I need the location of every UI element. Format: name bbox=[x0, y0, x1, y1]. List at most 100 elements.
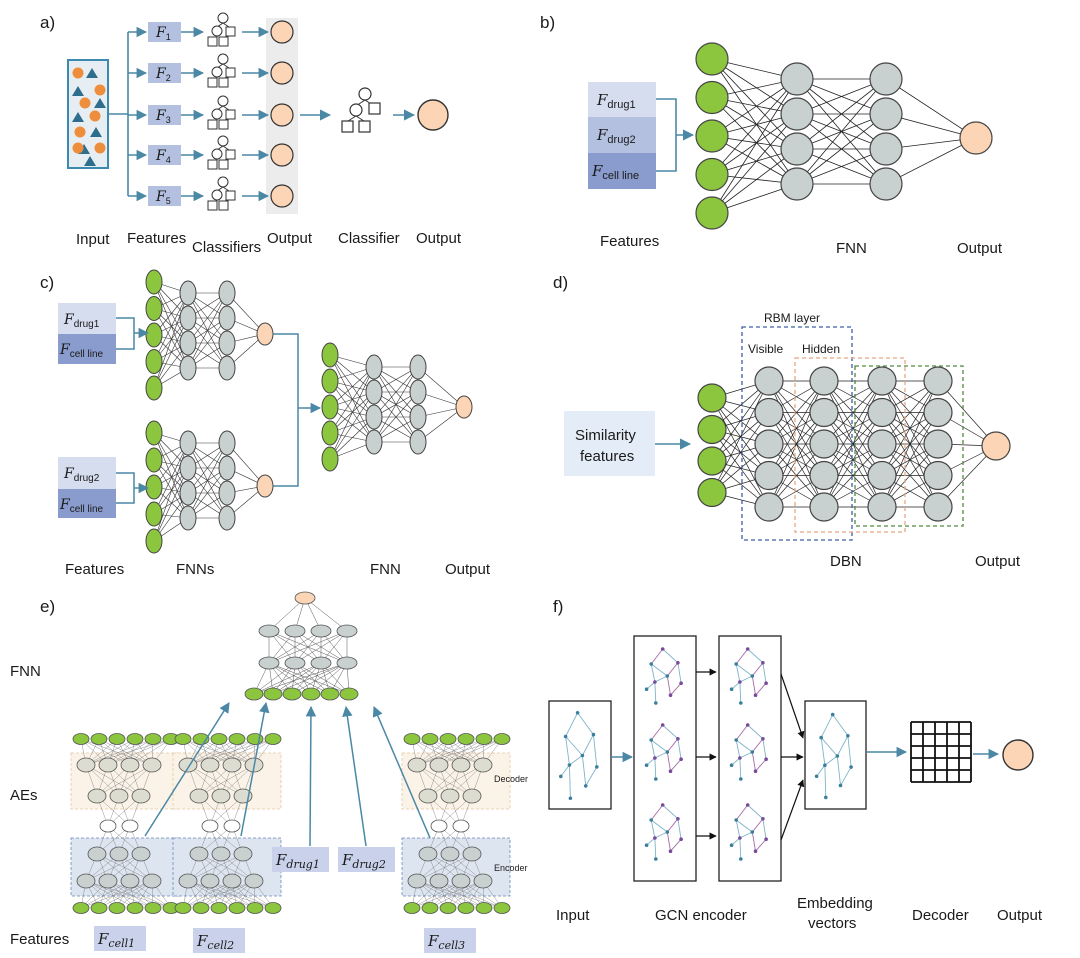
graph-edge bbox=[735, 819, 741, 839]
classifier-leaf bbox=[218, 77, 229, 88]
caption-f-emb2: vectors bbox=[808, 915, 856, 932]
b-nn-node bbox=[780, 62, 814, 96]
ae-node bbox=[120, 873, 140, 889]
ae-node bbox=[493, 902, 511, 914]
graph-node bbox=[559, 774, 563, 779]
graph-edge bbox=[755, 758, 767, 772]
graph-node bbox=[753, 693, 758, 697]
c-feature-drug2: Fdrug2 bbox=[63, 466, 100, 484]
ae-node bbox=[475, 902, 493, 914]
graph-node bbox=[665, 750, 670, 754]
graph-node bbox=[649, 738, 653, 742]
graph-edge bbox=[677, 818, 682, 840]
c-nn2-node bbox=[218, 455, 236, 481]
classifier-icon bbox=[217, 95, 229, 107]
classifier-branch bbox=[222, 145, 230, 151]
e-feature-arrow bbox=[372, 706, 431, 839]
graph-node bbox=[653, 756, 657, 760]
graph-node bbox=[653, 836, 657, 840]
graph-edge bbox=[646, 757, 656, 766]
e-edge bbox=[80, 880, 153, 909]
ae-node bbox=[264, 902, 282, 914]
c-nn3-edge bbox=[329, 416, 375, 460]
panel-f: Input GCN encoder Embedding vectors Deco… bbox=[548, 635, 1043, 932]
d-nn-node bbox=[923, 429, 953, 459]
graph-node bbox=[761, 661, 765, 665]
feature-box-drug1 bbox=[588, 82, 656, 117]
graph-node bbox=[849, 765, 853, 769]
c-nn1-edge bbox=[153, 281, 189, 344]
classifier-branch bbox=[222, 22, 230, 28]
graph-edge bbox=[816, 764, 826, 777]
c-nn1-node bbox=[145, 322, 163, 348]
ae-node bbox=[178, 757, 198, 773]
ae-node bbox=[403, 733, 421, 745]
ae-node bbox=[223, 819, 241, 833]
caption-a-output: Output bbox=[267, 230, 313, 247]
feature-label-3: F3 bbox=[155, 108, 171, 125]
b-nn-edge bbox=[711, 58, 798, 150]
graph-edge bbox=[560, 764, 570, 777]
classifier-node bbox=[211, 25, 223, 37]
graph-node bbox=[649, 818, 653, 822]
caption-f-decoder: Decoder bbox=[912, 907, 969, 924]
b-nn-node bbox=[959, 121, 993, 155]
fnn-node bbox=[339, 687, 359, 701]
d-nn-node bbox=[981, 431, 1011, 461]
c-nn3-node bbox=[365, 354, 383, 380]
panel-c: Fdrug1 Fcell line Fdrug2 Fcell line Feat… bbox=[58, 269, 491, 578]
fnn-node bbox=[320, 687, 340, 701]
feature-box bbox=[148, 105, 181, 125]
caption-a-output2: Output bbox=[416, 230, 462, 247]
graph-node bbox=[568, 796, 573, 801]
d-nn-node bbox=[809, 366, 839, 396]
graph-node bbox=[739, 777, 743, 781]
d-nn-node bbox=[867, 397, 897, 428]
graph-edge bbox=[582, 734, 594, 756]
graph-edge bbox=[739, 757, 742, 780]
caption-d-output: Output bbox=[975, 553, 1021, 570]
ae-node bbox=[76, 873, 96, 889]
e-edge bbox=[429, 880, 484, 909]
e-feature-arrow bbox=[144, 702, 230, 837]
c-nn2-edge bbox=[153, 432, 189, 494]
graph-edge bbox=[666, 662, 679, 677]
graph-node bbox=[830, 712, 835, 717]
graph-edge bbox=[592, 734, 598, 767]
fnn-node bbox=[294, 591, 316, 605]
graph-node bbox=[653, 680, 657, 684]
graph-edge bbox=[650, 739, 668, 753]
graph-edge bbox=[650, 819, 668, 833]
e-edge bbox=[200, 880, 255, 909]
d-nn-edge bbox=[881, 412, 939, 508]
ae-node bbox=[475, 733, 493, 745]
ae-node bbox=[98, 873, 118, 889]
graph-edge bbox=[731, 757, 741, 766]
row-label-fnn: FNN bbox=[10, 663, 41, 680]
e-edge bbox=[96, 764, 153, 797]
graph-edge bbox=[735, 804, 749, 821]
e-edge bbox=[416, 880, 485, 909]
caption-a-input: Input bbox=[76, 231, 110, 248]
e-edge bbox=[427, 764, 484, 797]
graph-edge bbox=[568, 764, 571, 799]
graph-node bbox=[580, 753, 585, 758]
output-node-5 bbox=[270, 184, 294, 208]
graph-edge bbox=[646, 837, 656, 846]
graph-node bbox=[676, 737, 680, 741]
graph-node bbox=[729, 687, 734, 691]
c-nn3-edge bbox=[329, 391, 375, 460]
fnn-node bbox=[284, 624, 306, 638]
classifier-node bbox=[211, 66, 223, 78]
graph-node bbox=[679, 757, 683, 761]
ae-node bbox=[189, 846, 209, 862]
c-nn3-node bbox=[365, 429, 383, 455]
d-nn-edge bbox=[711, 380, 770, 462]
c-nn2-edge bbox=[187, 442, 228, 494]
c-nn1-node bbox=[218, 305, 236, 331]
ae-node bbox=[222, 873, 242, 889]
graph-node bbox=[734, 738, 738, 742]
ae-node bbox=[87, 846, 107, 862]
feature-drug1: Fdrug1 bbox=[596, 91, 636, 111]
